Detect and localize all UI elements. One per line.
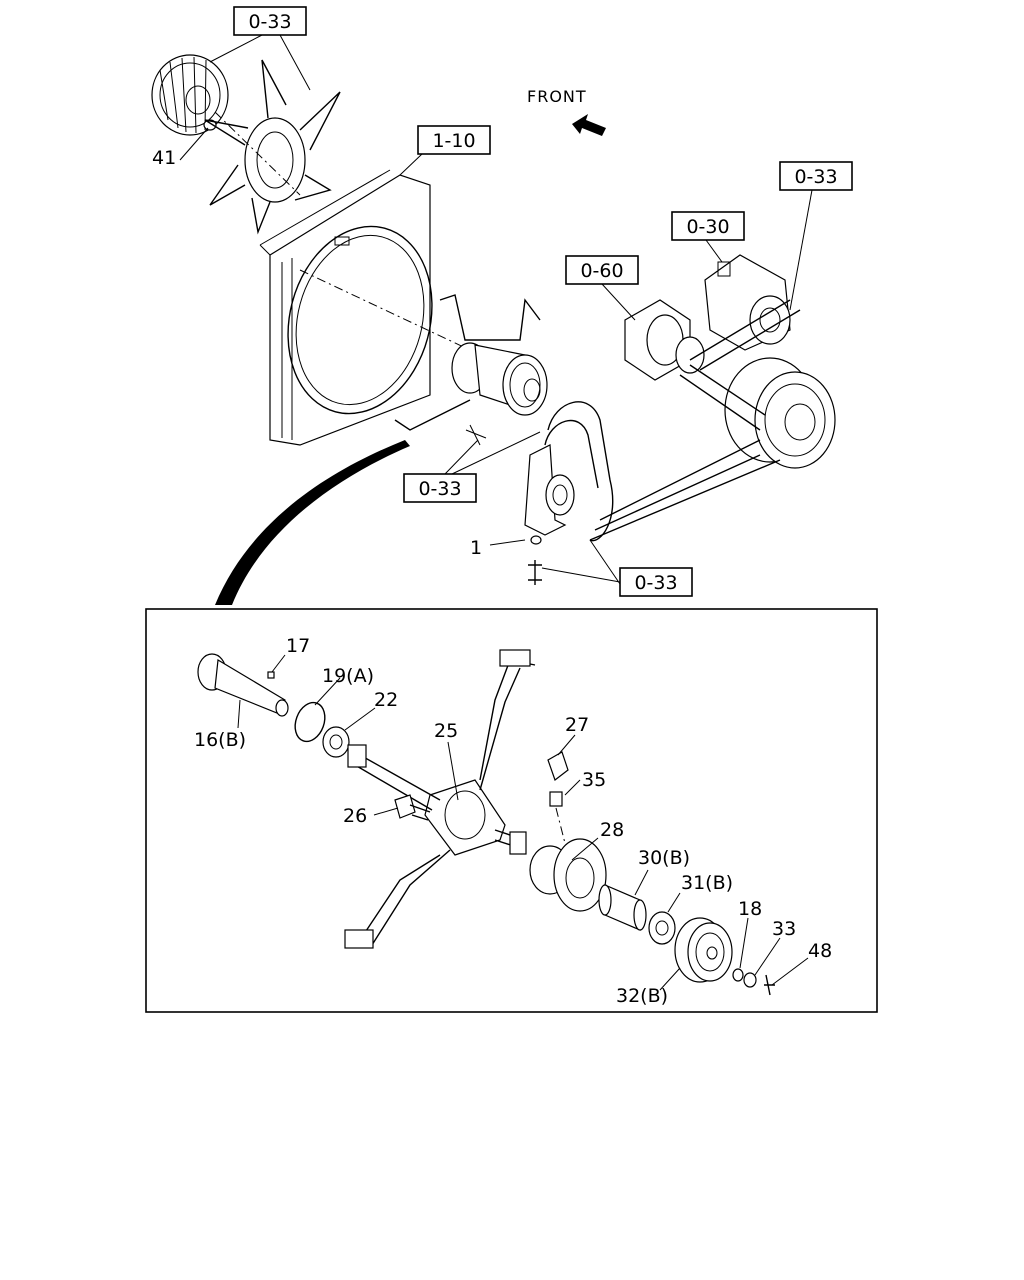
bearing-2-drawing [648,911,676,945]
bracket-drawing [344,649,536,949]
reference-box: 1-10 [417,125,491,155]
callout-48: 48 [808,940,832,962]
leader-lines-upper [179,34,813,585]
idler-pulley-drawing [394,294,548,446]
callout-30b: 30(B) [638,847,690,869]
svg-text:0-60: 0-60 [580,260,623,282]
fan-clutch-drawing [151,54,229,136]
detail-pointer [215,440,410,605]
front-direction-label: FRONT [527,87,587,106]
washer-nut-pin-drawing [732,968,775,996]
reference-box: 0-30 [671,211,745,241]
callout-19a: 19(A) [322,665,374,687]
reference-box: 0-33 [619,567,693,597]
leader-lines-detail [237,654,809,991]
reference-box: 0-33 [233,6,307,36]
bolt-drawing [394,794,431,821]
svg-text:0-33: 0-33 [794,166,837,188]
drive-belt-drawing [544,299,801,542]
callout-25: 25 [434,720,458,742]
spacer-drawing [598,884,647,931]
callout-33: 33 [772,918,796,940]
svg-text:0-33: 0-33 [634,572,677,594]
radiator-shroud-drawing [259,169,471,446]
callout-22: 22 [374,689,398,711]
callout-35: 35 [582,769,606,791]
callout-27: 27 [565,714,589,736]
reference-box: 0-33 [779,161,853,191]
svg-text:0-30: 0-30 [686,216,729,238]
crank-pulley-drawing [724,357,836,469]
svg-text:0-33: 0-33 [418,478,461,500]
idler-shaft-drawing [197,653,289,717]
callout-17: 17 [286,635,310,657]
callout-26: 26 [343,805,367,827]
pulley-drawing [674,917,733,983]
svg-text:0-33: 0-33 [248,11,291,33]
callout-31b: 31(B) [681,872,733,894]
callout-1: 1 [470,537,482,559]
reference-box: 0-60 [565,255,639,285]
water-pump-drawing [704,254,791,351]
callout-32b: 32(B) [616,985,668,1007]
callout-18: 18 [738,898,762,920]
bearing-drawing [322,726,350,758]
housing-drawing [529,838,607,912]
svg-text:1-10: 1-10 [432,130,475,152]
idler-bracket-drawing [524,444,575,585]
fan-blade-drawing [204,59,341,235]
alternator-drawing [624,299,705,381]
callout-16b: 16(B) [194,729,246,751]
detail-frame [145,608,878,1013]
reference-box: 0-33 [403,473,477,503]
callout-41: 41 [152,147,176,169]
callout-28: 28 [600,819,624,841]
grease-fitting-drawing [547,751,569,856]
front-arrow-icon [572,114,606,136]
